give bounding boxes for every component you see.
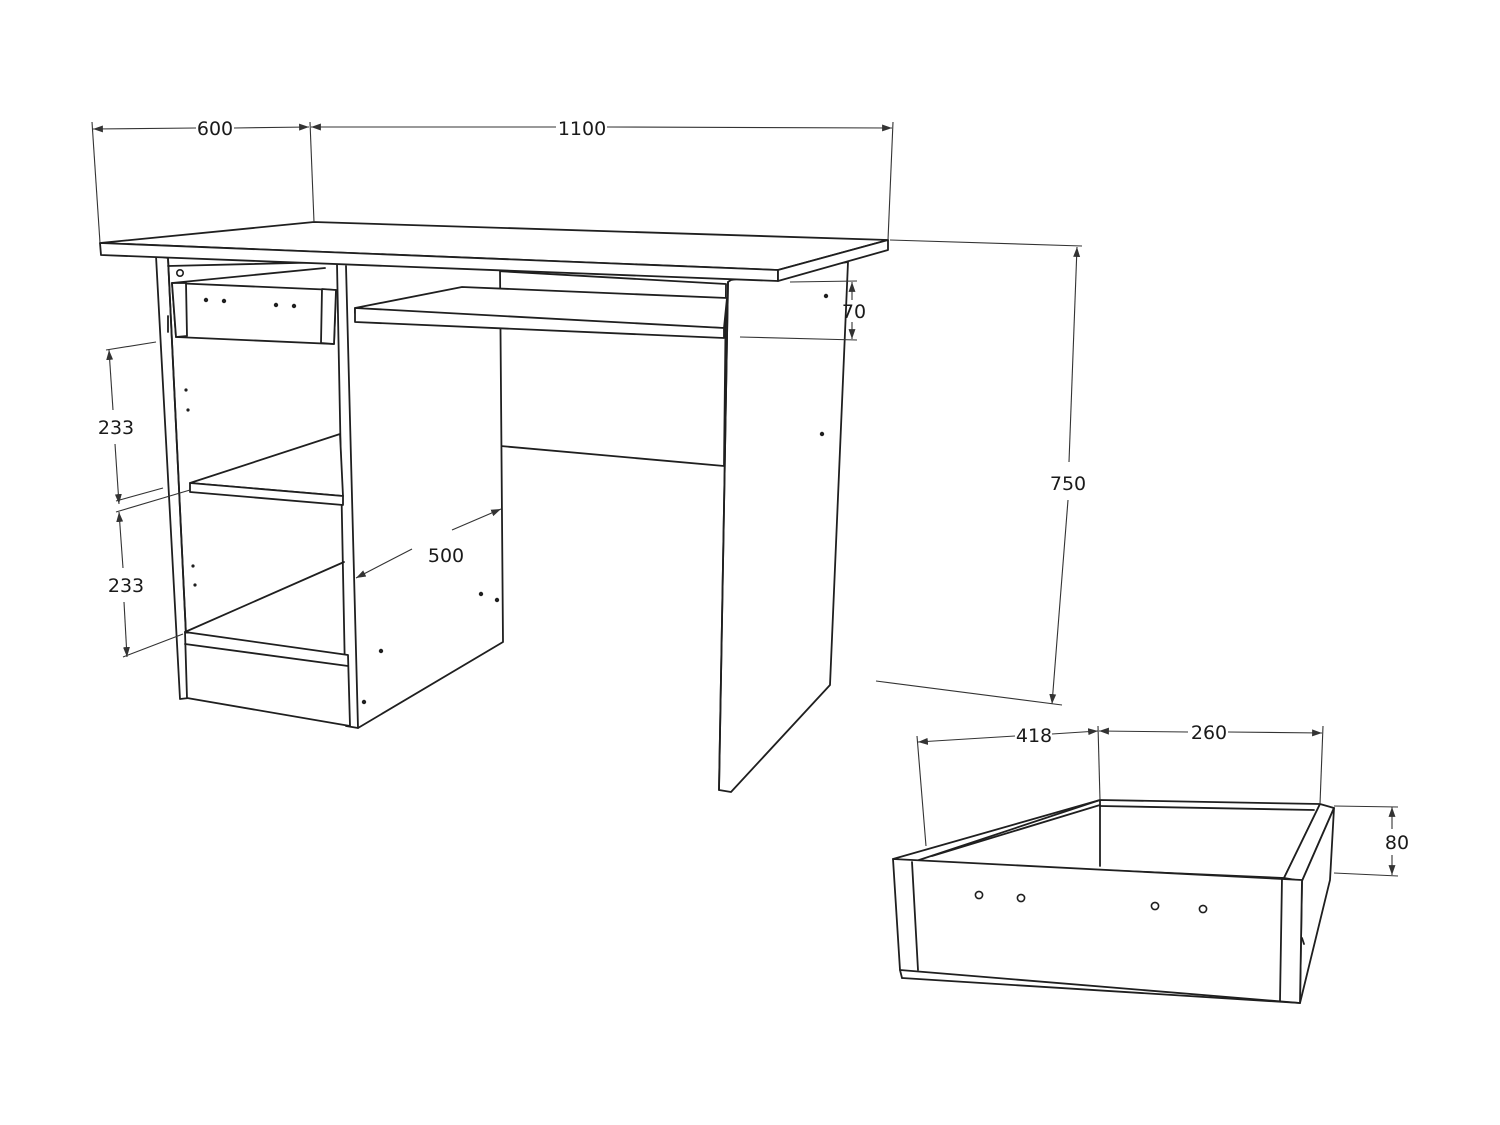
left-pedestal [155, 255, 504, 729]
dim-label-modesty-height: 70 [842, 301, 866, 323]
dim-418: 418 [917, 725, 1099, 747]
dim-500: 500 [355, 508, 502, 579]
dim-label-shelf-upper: 233 [98, 417, 134, 439]
desktop-top [99, 221, 889, 282]
dim-600: 600 [92, 118, 310, 140]
dim-label-top-depth: 600 [197, 118, 233, 140]
right-leg-panel [718, 261, 849, 793]
drawer-detail [892, 799, 1335, 1004]
desk [99, 221, 889, 793]
dim-260: 260 [1098, 722, 1323, 744]
dim-70: 70 [739, 280, 866, 341]
dim-233-lower: 233 [108, 489, 191, 658]
dim-label-shelf-lower: 233 [108, 575, 144, 597]
dim-label-drawer-width: 260 [1191, 722, 1227, 744]
dim-233-upper: 233 [98, 341, 164, 505]
pedestal-drawer [167, 267, 337, 345]
dim-label-drawer-height: 80 [1385, 832, 1409, 854]
desk-dimensions: 600 1100 750 70 [91, 118, 1086, 706]
dim-label-pedestal-depth: 500 [428, 545, 464, 567]
dim-label-top-width: 1100 [558, 118, 606, 140]
keyboard-tray [354, 286, 728, 339]
dim-label-drawer-depth: 418 [1016, 725, 1052, 747]
dim-1100: 1100 [311, 118, 893, 140]
dim-80: 80 [1333, 805, 1409, 877]
dim-label-total-height: 750 [1050, 473, 1086, 495]
dim-750: 750 [875, 239, 1086, 706]
drawer-dimensions: 418 260 80 [916, 722, 1409, 877]
